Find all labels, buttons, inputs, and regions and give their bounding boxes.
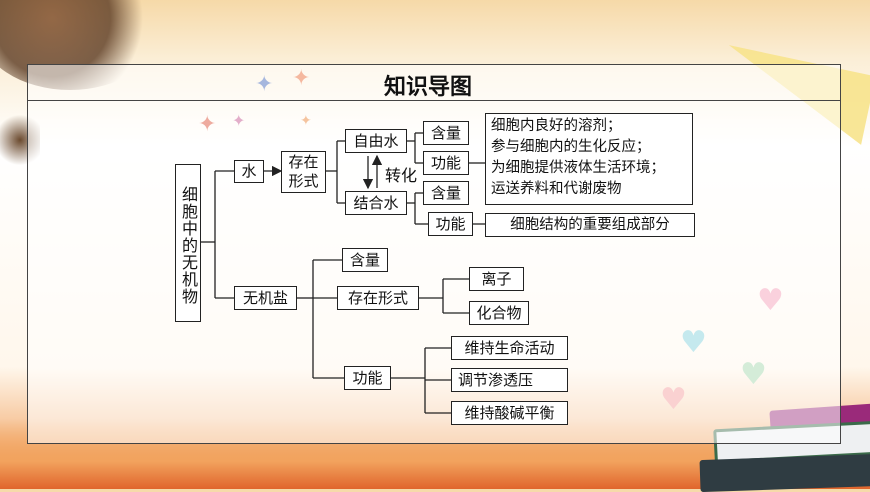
title-bar: 知识导图 xyxy=(28,65,840,101)
conversion-label: 转化 xyxy=(385,166,418,185)
bound-water-node: 结合水 xyxy=(345,191,407,215)
desc-line: 细胞内良好的溶剂； xyxy=(491,118,622,134)
root-node: 细胞中的无机物 xyxy=(175,164,201,322)
free-water-node: 自由水 xyxy=(345,129,407,153)
salt-form-node: 存在形式 xyxy=(337,286,419,310)
diagram-frame: 知识导图 xyxy=(27,64,841,444)
bound-water-function-desc: 细胞结构的重要组成部分 xyxy=(485,213,695,237)
salt-function-item: 维持生命活动 xyxy=(451,336,568,360)
salt-content-node: 含量 xyxy=(342,248,388,272)
ion-node: 离子 xyxy=(469,267,524,291)
water-node: 水 xyxy=(234,160,264,183)
free-water-function-desc: 细胞内良好的溶剂； 参与细胞内的生化反应； 为细胞提供液体生活环境； 运送养料和… xyxy=(485,113,693,205)
desc-line: 为细胞提供液体生活环境； xyxy=(491,160,665,176)
salt-function-item: 维持酸碱平衡 xyxy=(451,401,568,425)
bound-water-function-node: 功能 xyxy=(428,212,473,236)
free-water-function-node: 功能 xyxy=(423,151,469,175)
free-water-content-node: 含量 xyxy=(423,121,469,145)
salt-function-item: 调节渗透压 xyxy=(451,368,568,392)
salt-node: 无机盐 xyxy=(234,286,297,310)
salt-function-node: 功能 xyxy=(344,366,391,390)
compound-node: 化合物 xyxy=(469,301,529,325)
desc-line: 参与细胞内的生化反应； xyxy=(491,139,651,155)
page-title: 知识导图 xyxy=(384,75,473,100)
water-form-node: 存在形式 xyxy=(281,151,326,193)
bound-water-content-node: 含量 xyxy=(423,181,469,205)
desc-line: 运送养料和代谢废物 xyxy=(491,181,622,197)
